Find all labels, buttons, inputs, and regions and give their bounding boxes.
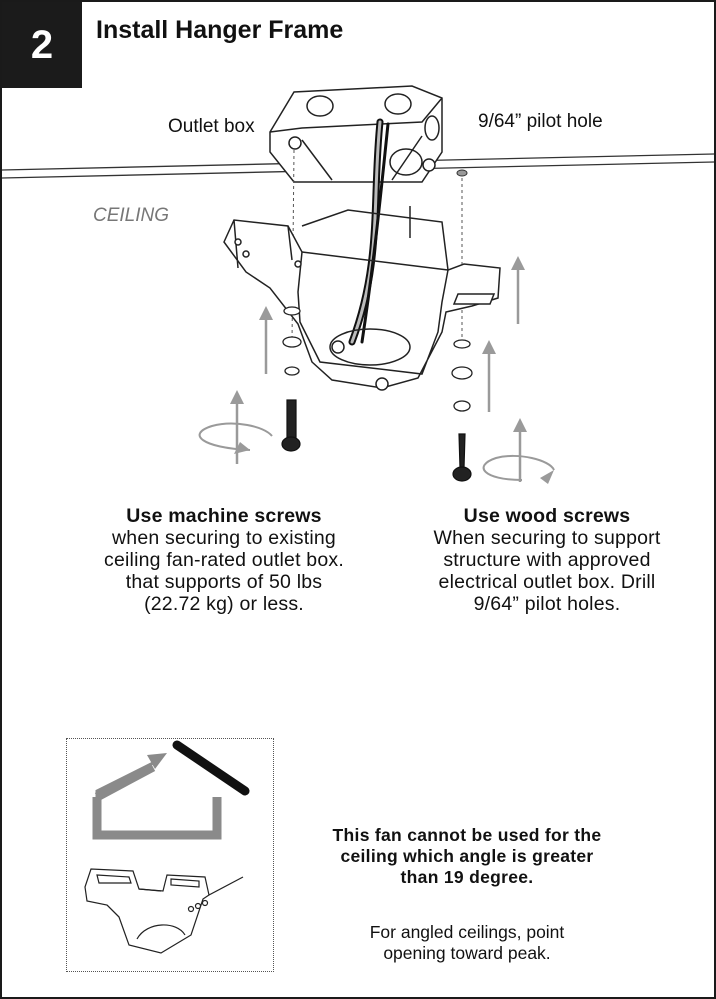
machine-screws-note: Use machine screws when securing to exis…	[66, 505, 382, 615]
warning-line: than 19 degree.	[400, 867, 534, 887]
wood-screws-line: When securing to support	[433, 527, 661, 549]
outlet-box-drawing	[269, 85, 443, 183]
outlet-box-label: Outlet box	[168, 116, 255, 137]
machine-screws-line: ceiling fan-rated outlet box.	[104, 549, 344, 571]
step-number-badge: 2	[2, 2, 82, 88]
rotation-arrows	[198, 422, 555, 484]
angled-ceiling-illustration	[84, 740, 250, 954]
angle-arrow-icon	[95, 753, 167, 809]
machine-screws-line: (22.72 kg) or less.	[144, 593, 304, 615]
wood-screws-line: 9/64” pilot holes.	[473, 593, 621, 615]
hanger-installation-illustration	[2, 85, 714, 484]
machine-screws-heading: Use machine screws	[126, 505, 322, 527]
house-outline-icon	[92, 763, 222, 840]
pilot-hole-label: 9/64” pilot hole	[478, 111, 603, 132]
wood-screws-heading: Use wood screws	[463, 505, 631, 527]
angled-ceiling-inset	[66, 738, 274, 972]
ceiling-label: CEILING	[93, 205, 170, 226]
step-title: Install Hanger Frame	[96, 16, 344, 44]
machine-screws-line: that supports of 50 lbs	[125, 571, 323, 593]
machine-screw-washers	[282, 306, 302, 376]
warning-line: This fan cannot be used for the	[332, 825, 602, 845]
machine-screw	[281, 399, 301, 452]
pilot-hole-mark	[456, 169, 468, 177]
wood-screws-note: Use wood screws When securing to support…	[402, 505, 692, 615]
hanger-bracket-drawing	[223, 206, 501, 391]
angled-ceiling-advice: For angled ceilings, point opening towar…	[302, 922, 632, 964]
hanger-bracket-small	[84, 868, 244, 954]
wire-bundle	[348, 118, 390, 346]
machine-screws-line: when securing to existing	[112, 527, 336, 549]
wood-screw-washers	[451, 339, 473, 412]
advice-line: opening toward peak.	[383, 943, 551, 963]
advice-line: For angled ceilings, point	[369, 922, 565, 942]
angled-ceiling-beam	[172, 740, 250, 796]
warning-line: ceiling which angle is greater	[340, 846, 594, 866]
wood-screws-line: electrical outlet box. Drill	[438, 571, 656, 593]
wood-screws-line: structure with approved	[443, 549, 651, 571]
angle-warning: This fan cannot be used for the ceiling …	[284, 825, 650, 888]
upward-arrows	[230, 256, 527, 482]
wood-screw	[452, 433, 472, 482]
